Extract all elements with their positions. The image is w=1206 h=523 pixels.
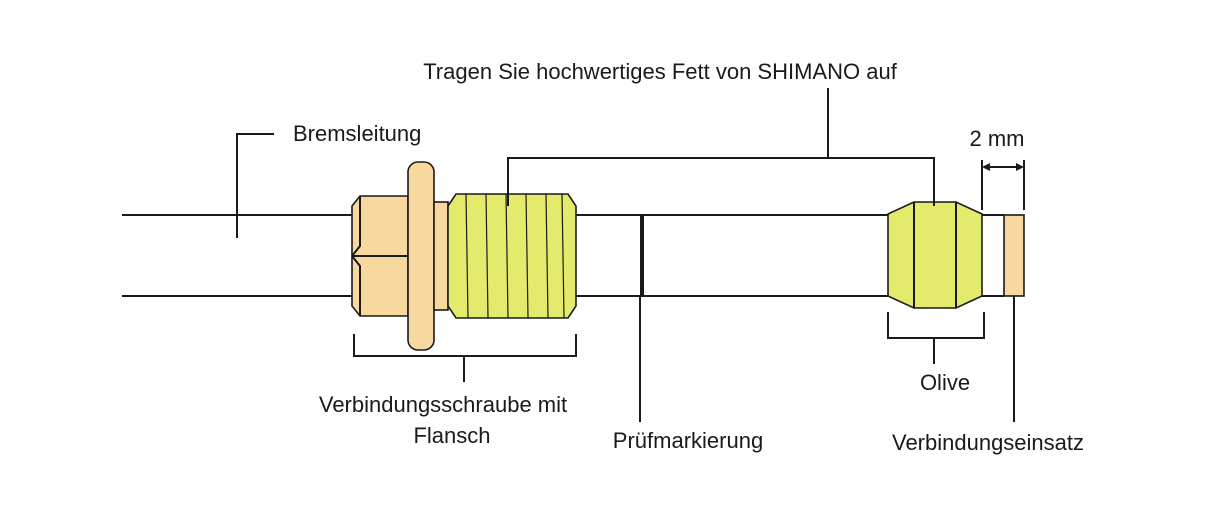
bolt-label-line1: Verbindungsschraube mit: [319, 392, 567, 417]
brake-line-label: Bremsleitung: [293, 121, 421, 146]
check-mark-label: Prüfmarkierung: [613, 428, 763, 453]
olive: [887, 201, 983, 309]
connecting-insert: [1003, 214, 1025, 297]
bolt-flange: [407, 161, 435, 351]
olive-bracket: [887, 312, 985, 364]
connecting-bolt: [351, 161, 577, 351]
grease-label: Tragen Sie hochwertiges Fett von SHIMANO…: [423, 59, 898, 84]
olive-body: [887, 201, 983, 309]
bolt-thread: [447, 193, 577, 319]
olive-label: Olive: [920, 370, 970, 395]
bolt-label-line2: Flansch: [413, 423, 490, 448]
gap-label: 2 mm: [970, 126, 1025, 151]
bolt-bracket: [353, 334, 577, 382]
gap-dimension: [981, 160, 1025, 210]
grease-leader: [507, 88, 935, 206]
brake-line-leader: [236, 133, 274, 238]
insert-label: Verbindungseinsatz: [892, 430, 1084, 455]
